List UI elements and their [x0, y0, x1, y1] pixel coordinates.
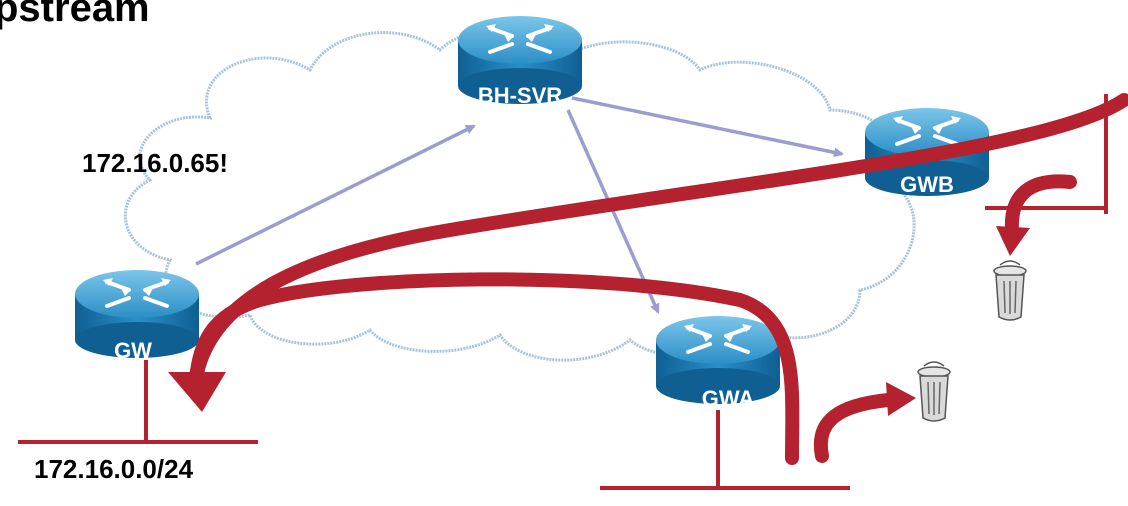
router-label-gw: GW [114, 338, 152, 363]
arrow-bh-to-gwb [571, 96, 844, 158]
arrow-gw-to-bh [195, 124, 476, 266]
arrow-icon [996, 226, 1030, 256]
router-icon-gwb: GWB [863, 106, 991, 198]
traffic-path-gwa-to-gw [189, 272, 800, 465]
slide-title: pstream [0, 0, 150, 30]
trash-can-icon [917, 361, 951, 422]
gw-ip-label: 172.16.0.65! [82, 148, 229, 178]
cloud-icon [123, 28, 916, 362]
drop-arrow-gwb [1004, 174, 1077, 237]
drop-arrow-gwa [813, 393, 895, 463]
traffic-paths [189, 93, 1128, 465]
router-icon-gw: GW [73, 268, 201, 363]
router-icon-gwa: GWA [654, 314, 782, 411]
router-label-gwa: GWA [702, 386, 755, 411]
router-label-gwb: GWB [900, 172, 954, 197]
arrow-icon [886, 382, 916, 416]
router-icon-bh-svr: BH-SVR [456, 14, 584, 108]
trash-can-icon [993, 260, 1027, 321]
router-label-bh: BH-SVR [478, 83, 562, 108]
subnet-label: 172.16.0.0/24 [34, 454, 194, 484]
arrow-icon [168, 372, 226, 412]
